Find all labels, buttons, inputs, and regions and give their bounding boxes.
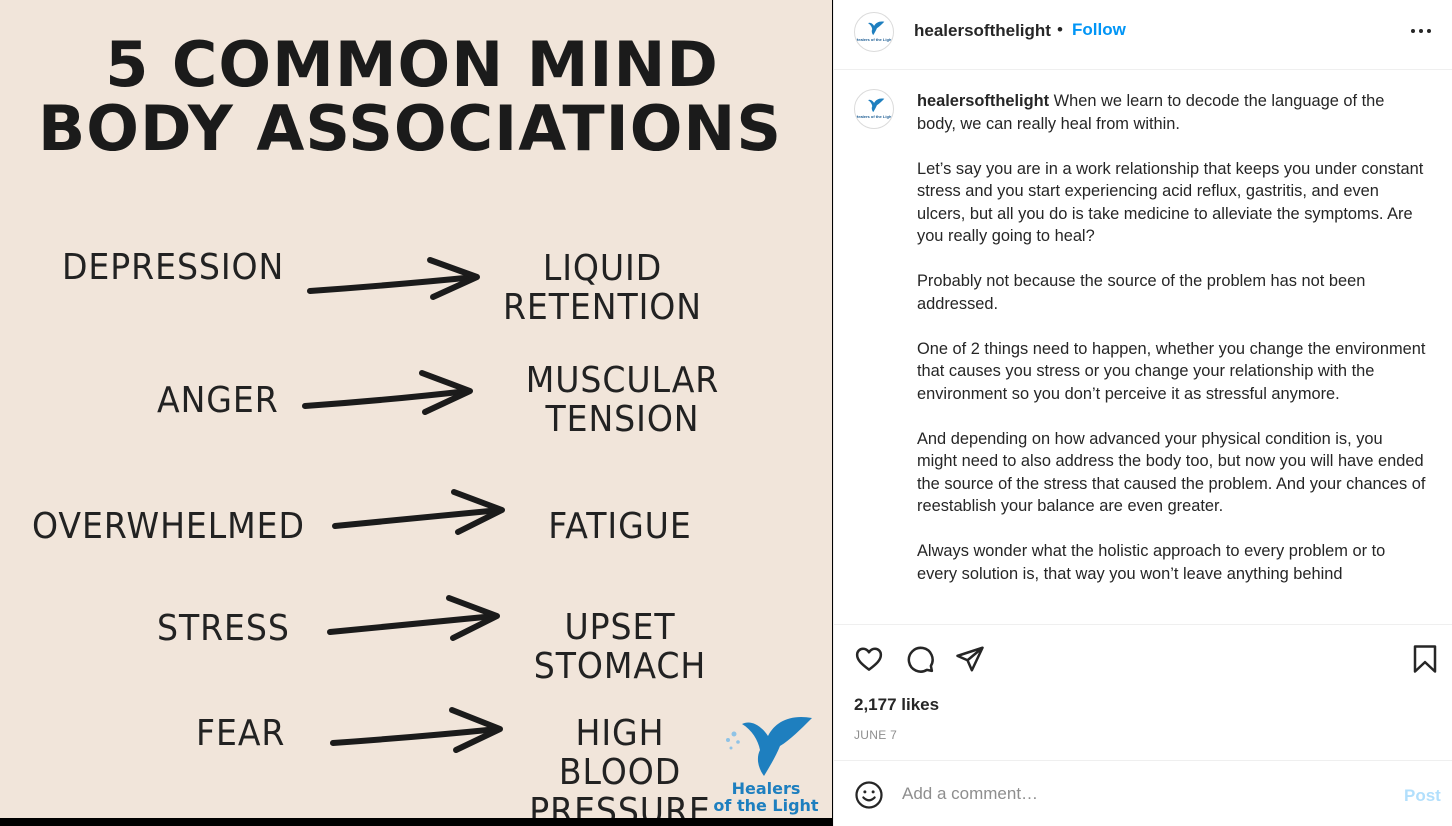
poster-title-line1: 5 COMMON MIND: [105, 28, 719, 101]
avatar-text: Healers of the Light: [855, 114, 893, 119]
username-link[interactable]: healersofthelight: [914, 21, 1051, 40]
healers-logo: Healers of the Light: [710, 710, 822, 818]
poster-emotion: OVERWHELMED: [32, 506, 305, 547]
action-bar: 2,177 likes JUNE 7: [834, 624, 1452, 760]
avatar-text: Healers of the Light: [855, 37, 893, 42]
comment-input[interactable]: [902, 779, 1382, 809]
poster-effect: FATIGUE: [548, 506, 692, 547]
arrow-icon: [302, 370, 473, 415]
caption-paragraph: And depending on how advanced your physi…: [917, 429, 1426, 516]
comment-bubble-icon[interactable]: [905, 644, 935, 674]
poster-effect: MUSCULAR TENSION: [525, 360, 720, 440]
arrow-icon: [332, 489, 505, 535]
arrow-icon: [330, 707, 503, 753]
post-image[interactable]: 5 COMMON MIND BODY ASSOCIATIONS DEPRESSI…: [0, 0, 833, 826]
like-heart-icon[interactable]: [854, 644, 884, 674]
poster: 5 COMMON MIND BODY ASSOCIATIONS DEPRESSI…: [0, 0, 832, 818]
share-send-icon[interactable]: [955, 644, 985, 674]
poster-effect: UPSET STOMACH: [533, 607, 707, 687]
post-date[interactable]: JUNE 7: [854, 728, 898, 742]
avatar[interactable]: Healers of the Light: [854, 12, 894, 52]
caption-username-link[interactable]: healersofthelight: [917, 92, 1050, 110]
caption-text: healersofthelight When we learn to decod…: [917, 90, 1427, 608]
poster-emotion: STRESS: [157, 608, 290, 649]
arrow-icon: [307, 257, 480, 300]
post-comment-button[interactable]: Post: [1404, 786, 1441, 805]
more-options-icon[interactable]: [1410, 18, 1436, 44]
bird-logo-icon: [868, 98, 885, 113]
arrow-icon: [327, 595, 500, 641]
bookmark-save-icon[interactable]: [1411, 644, 1439, 674]
caption-paragraph: One of 2 things need to happen, whether …: [917, 339, 1426, 403]
avatar[interactable]: Healers of the Light: [854, 89, 894, 129]
caption-paragraph: Always wonder what the holistic approach…: [917, 542, 1386, 583]
poster-emotion: ANGER: [157, 380, 279, 421]
follow-button[interactable]: Follow: [1072, 20, 1126, 39]
emoji-smiley-icon[interactable]: [854, 780, 884, 815]
poster-effect: HIGH BLOOD PRESSURE: [529, 713, 711, 818]
comment-bar: Post: [834, 760, 1452, 826]
poster-emotion: DEPRESSION: [62, 247, 285, 288]
caption-paragraph: Probably not because the source of the p…: [917, 272, 1366, 313]
poster-effect: LIQUID RETENTION: [502, 248, 703, 328]
post-header: Healers of the Light healersofthelight •…: [834, 0, 1452, 70]
bird-logo-icon: [726, 716, 812, 776]
likes-count[interactable]: 2,177 likes: [854, 695, 940, 714]
bird-logo-icon: [868, 21, 885, 36]
caption-paragraph: When we learn to decode the language of …: [917, 92, 1385, 133]
separator-dot: •: [1057, 20, 1063, 39]
post-sidebar: Healers of the Light healersofthelight •…: [833, 0, 1452, 826]
caption-paragraph: Let’s say you are in a work relationship…: [917, 159, 1424, 246]
logo-text: Healers of the Light: [713, 779, 819, 815]
poster-emotion: FEAR: [196, 713, 286, 754]
caption-area: Healers of the Light healersofthelight W…: [834, 70, 1452, 624]
poster-title-line2: BODY ASSOCIATIONS: [38, 92, 782, 165]
